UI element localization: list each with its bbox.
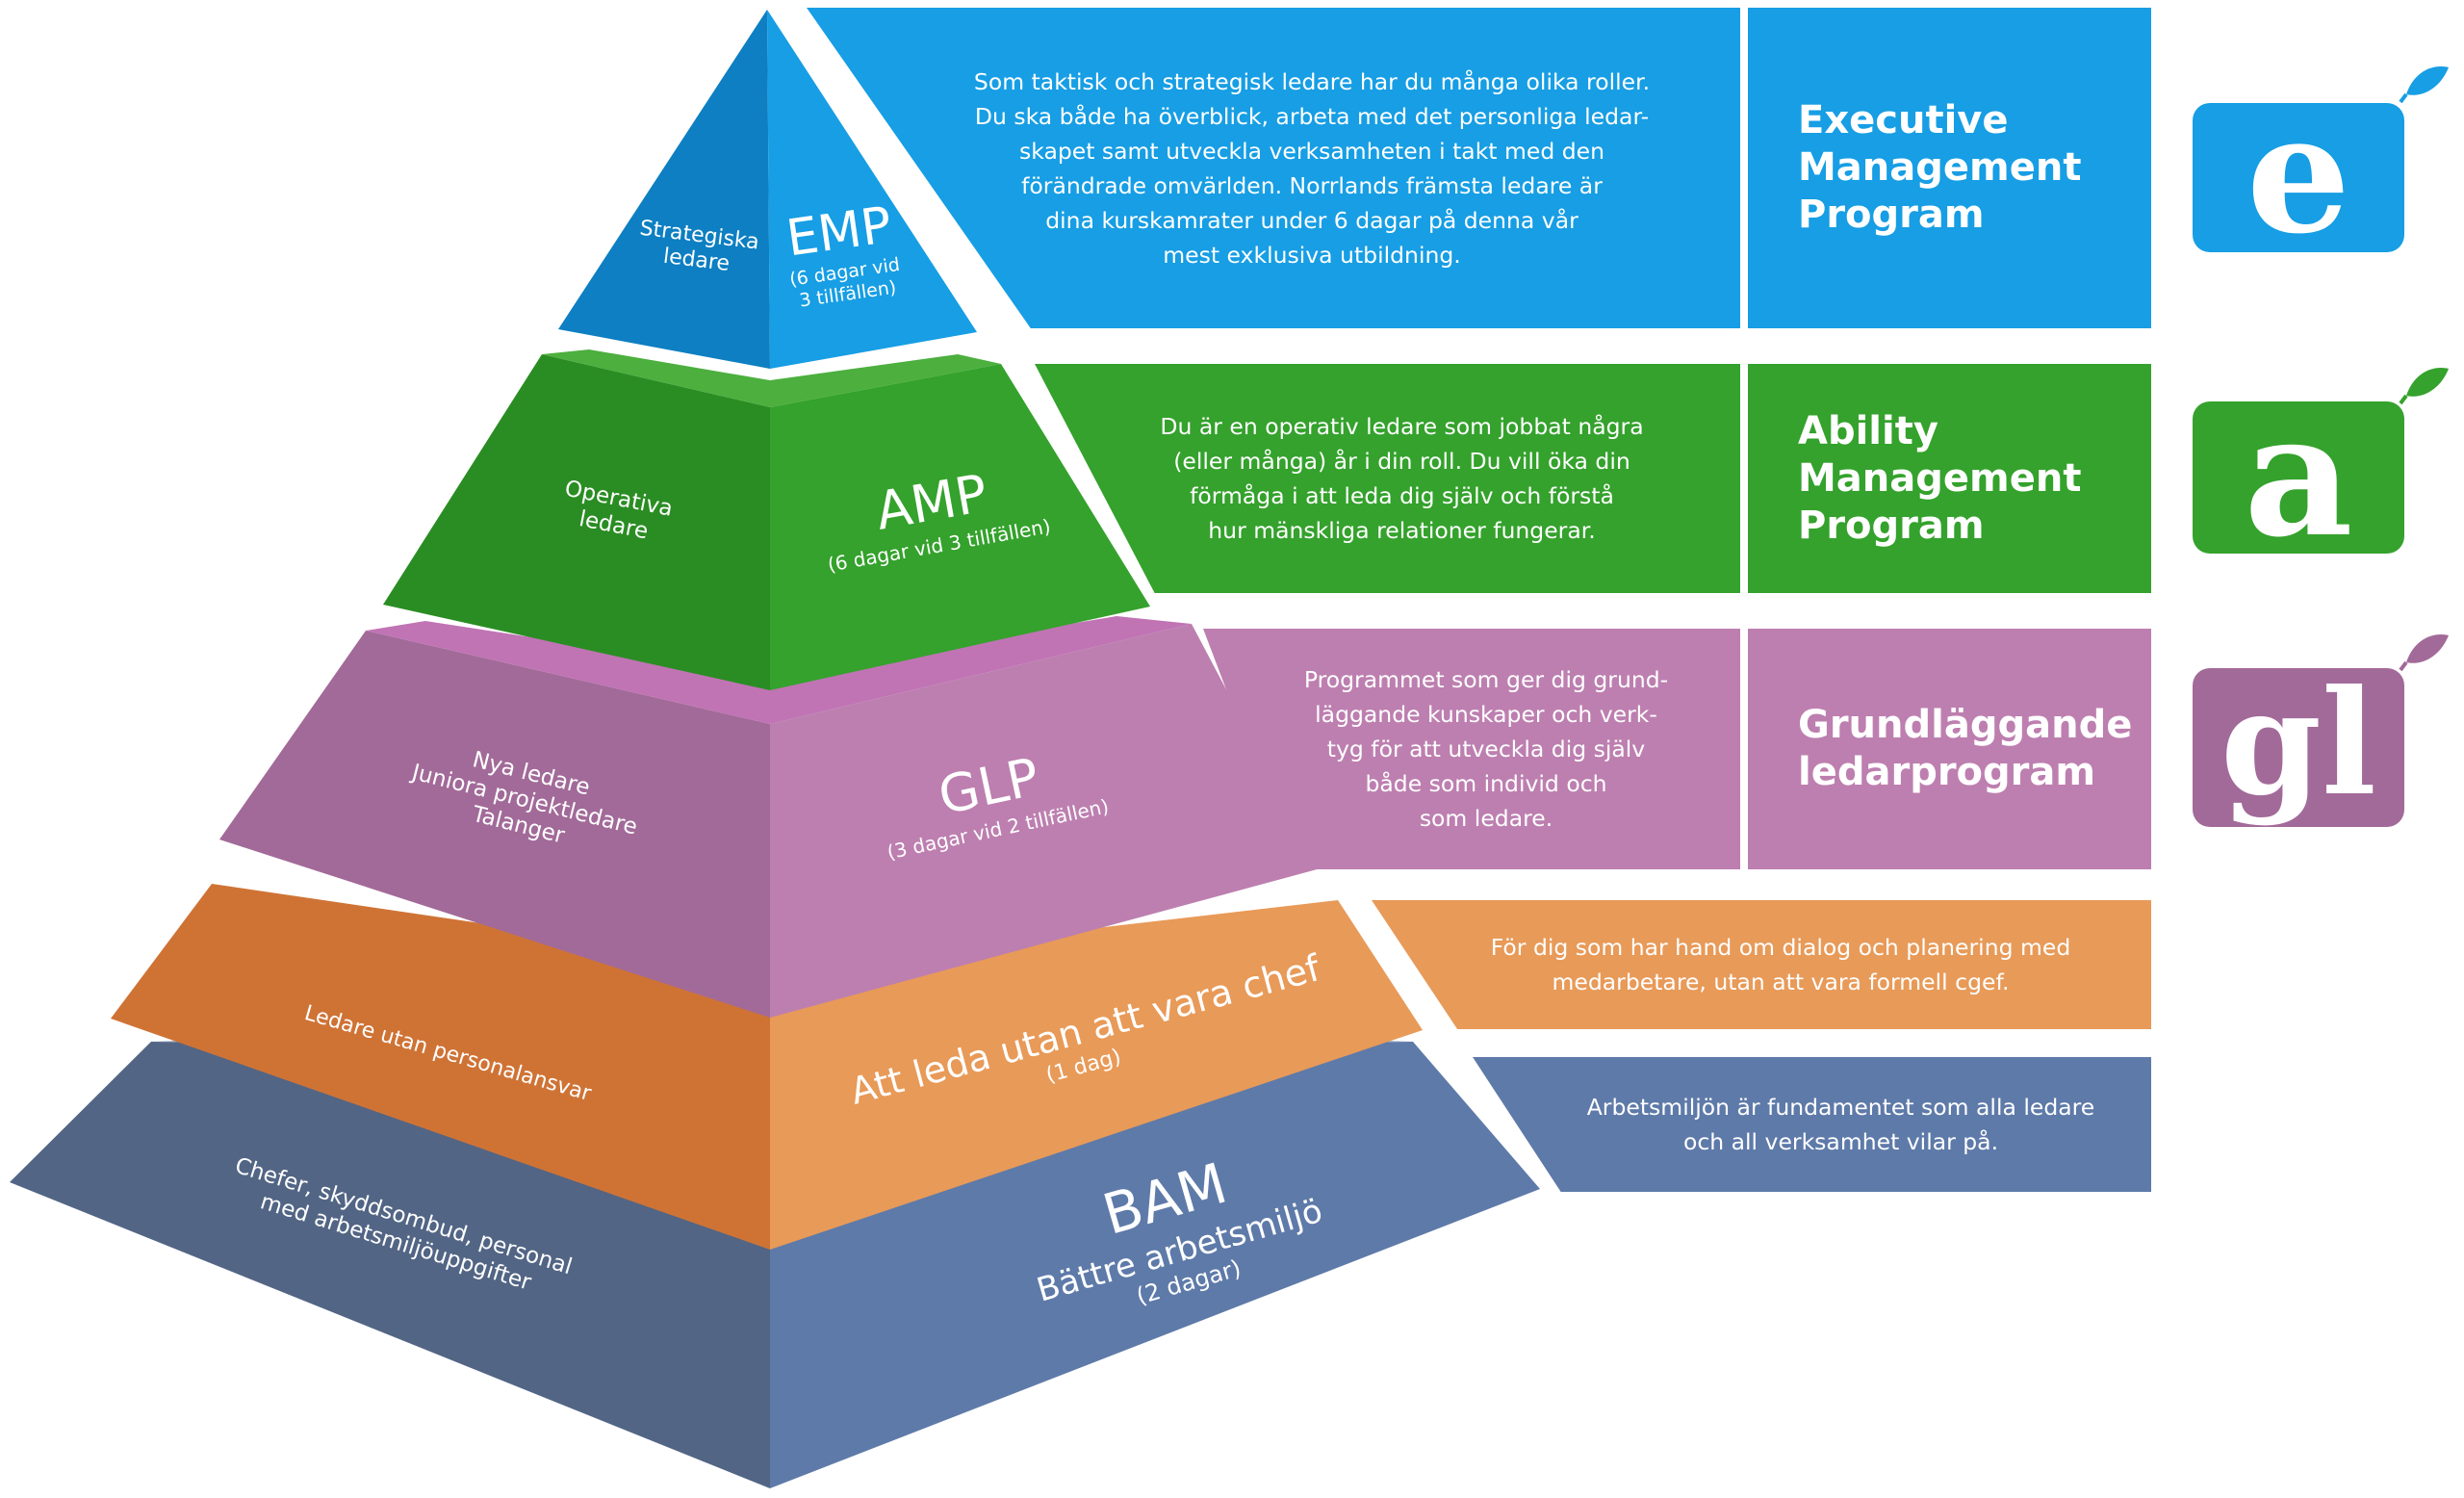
ledare-layer-left-face — [111, 884, 770, 1250]
bam-description-box: Arbetsmiljön är fundamentet som alla led… — [1473, 1057, 2151, 1192]
leaf-a-logo-icon: a — [2193, 368, 2449, 558]
svg-text:e: e — [2246, 78, 2350, 257]
glp-layer-top — [366, 616, 1192, 724]
ledare-layer-right-face — [770, 900, 1423, 1250]
leaf-gl-logo-icon: gl — [2193, 634, 2449, 828]
emp-layer-left-face — [558, 10, 770, 369]
svg-text:gl: gl — [2220, 659, 2376, 828]
ledare-description-box: För dig som har hand om dialog och plane… — [1372, 900, 2151, 1029]
amp-layer-right-face — [770, 364, 1150, 690]
amp-program-name: Ability Management Program — [1748, 364, 2151, 593]
svg-text:a: a — [2244, 377, 2352, 558]
leaf-e-logo-icon: e — [2193, 66, 2449, 257]
amp-layer-left-face — [383, 354, 770, 690]
emp-program-name: Executive Management Program — [1748, 8, 2151, 328]
pyramid — [10, 10, 1540, 1488]
glp-program-name: Grundläggande ledarprogram — [1748, 629, 2151, 869]
emp-description-box: Som taktisk och strategisk ledare har du… — [807, 8, 1740, 328]
emp-abbr-label: EMP (6 dagar vid 3 tillfällen) — [783, 195, 902, 312]
amp-description-box: Du är en operativ ledare som jobbat någr… — [1035, 364, 1740, 593]
glp-layer-left-face — [219, 631, 770, 1018]
emp-layer-right-face — [767, 10, 977, 369]
glp-description-box: Programmet som ger dig grund- läggande k… — [1203, 629, 1740, 869]
glp-layer-right-face — [770, 624, 1321, 1018]
amp-layer-top — [542, 349, 1001, 407]
